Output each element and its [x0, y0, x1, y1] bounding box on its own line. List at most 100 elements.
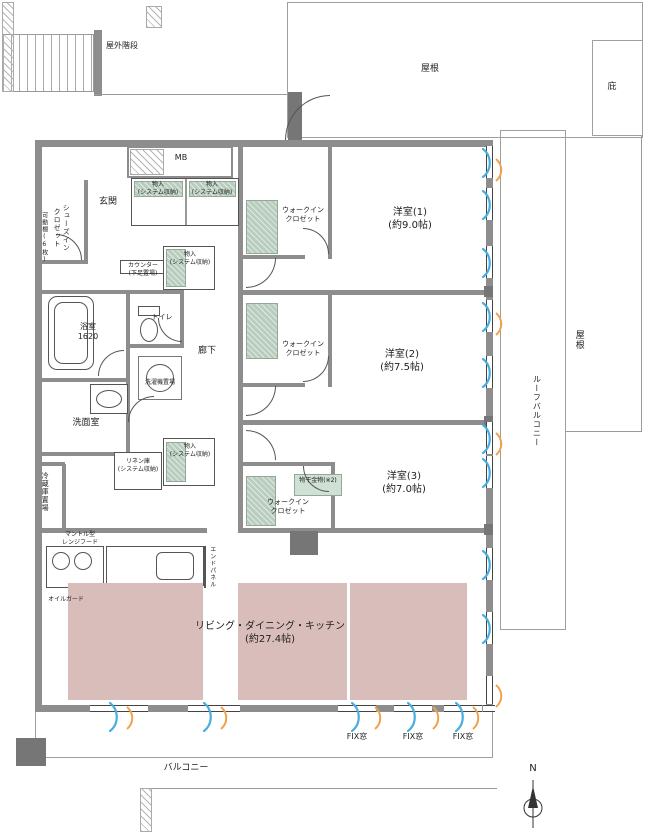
airflow-blue-icon	[202, 702, 212, 732]
label-balcony: バルコニー	[163, 763, 209, 773]
pipe-space-hatch	[130, 149, 164, 175]
label-fridge: 冷蔵庫置場	[41, 472, 50, 512]
door-arc	[303, 228, 329, 254]
label-movable-shelf: 可動棚(6枚)	[40, 212, 48, 264]
wall-segment	[328, 295, 332, 387]
wall-segment	[42, 452, 130, 456]
wall-segment	[35, 705, 493, 712]
airflow-blue-icon	[454, 702, 464, 732]
window	[486, 676, 493, 704]
column	[484, 416, 493, 427]
roof-edge-line	[566, 431, 642, 432]
wall-segment	[243, 528, 486, 533]
airflow-orange-icon	[432, 706, 440, 730]
wic-shelf	[246, 303, 278, 359]
storage-shelf	[166, 442, 186, 482]
airflow-blue-icon	[481, 614, 491, 644]
label-fix-window-1: FIX窓	[346, 732, 368, 741]
label-laundry-fitting: 物干金物(※2)	[299, 477, 337, 484]
duct-column	[290, 531, 318, 555]
door-arc	[246, 386, 276, 416]
sink-icon	[96, 390, 122, 408]
site-line	[140, 788, 497, 789]
washer-icon	[146, 364, 174, 392]
window	[483, 705, 495, 712]
airflow-blue-icon	[481, 190, 491, 220]
duct-hatch	[146, 6, 162, 28]
label-washroom: 洗面室	[72, 418, 100, 428]
wall-segment	[126, 290, 130, 382]
bathtub-inner	[54, 302, 88, 364]
label-fix-window-2: FIX窓	[402, 732, 424, 741]
storage-shelf	[189, 181, 236, 197]
column	[484, 524, 493, 535]
outdoor-stairs-treads	[2, 34, 94, 92]
label-storage-3: 物入 (システム収納)	[169, 251, 211, 266]
airflow-blue-icon	[350, 702, 360, 732]
door-arc	[128, 396, 154, 422]
wall-segment	[243, 383, 305, 387]
airflow-blue-icon	[481, 302, 491, 332]
label-roof-top: 屋根	[420, 64, 440, 74]
toilet-icon	[140, 318, 158, 342]
label-fix-window-3: FIX窓	[452, 732, 474, 741]
burner-icon	[74, 552, 92, 570]
wall-segment	[238, 147, 243, 533]
burner-icon	[52, 552, 70, 570]
wic-shelf	[246, 476, 276, 526]
airflow-orange-icon	[472, 706, 480, 730]
door-arc	[246, 258, 276, 288]
column	[484, 286, 493, 297]
label-outdoor-stairs: 屋外階段	[106, 41, 138, 50]
wall-segment	[331, 462, 335, 532]
door-arc	[98, 350, 124, 376]
label-wic-3: ウォークイン クロゼット	[267, 498, 309, 516]
washer-pan	[138, 356, 182, 400]
wall-segment	[62, 464, 66, 532]
wall-segment	[42, 290, 184, 294]
label-roof-balcony: ルーフバルコニー	[532, 375, 542, 447]
label-shoes-in-closet: シューズイン クロゼット	[53, 204, 71, 252]
compass-icon	[523, 780, 543, 828]
airflow-blue-icon	[481, 358, 491, 388]
airflow-orange-icon	[495, 684, 503, 708]
column	[16, 738, 46, 766]
balcony-outline	[35, 712, 493, 758]
stairs-hatch	[2, 2, 14, 92]
floor-accent	[238, 583, 347, 700]
roof-balcony-outline	[500, 130, 566, 630]
wall-segment	[35, 140, 493, 147]
label-bedroom-3: 洋室(3) (約7.0帖)	[382, 471, 426, 495]
kitchen-sink-icon	[156, 552, 194, 580]
label-eaves: 庇	[607, 82, 617, 92]
label-end-panel: エンドパネル	[208, 546, 216, 588]
label-counter: カウンター (下足置場)	[127, 262, 159, 277]
wall-segment	[180, 294, 184, 348]
airflow-blue-icon	[481, 550, 491, 580]
storage-shelf	[166, 249, 186, 287]
airflow-orange-icon	[495, 432, 503, 456]
label-mb: MB	[174, 153, 188, 162]
toilet-tank	[138, 306, 160, 316]
floor-accent	[350, 583, 467, 700]
corridor-line	[94, 94, 290, 95]
wall-segment	[42, 260, 88, 264]
wall-segment	[84, 180, 88, 264]
wall-segment	[243, 420, 486, 425]
wall-segment	[243, 255, 305, 259]
site-hatch	[140, 788, 152, 832]
label-storage-2: 物入 (システム収納)	[191, 181, 233, 196]
shoe-counter	[120, 260, 164, 274]
airflow-orange-icon	[126, 706, 134, 730]
window	[188, 705, 240, 712]
wall-segment	[328, 147, 332, 259]
airflow-blue-icon	[481, 148, 491, 178]
label-north: N	[529, 763, 537, 774]
label-range-hood: マントル型 レンジフード	[61, 531, 99, 546]
label-ldk: リビング・ダイニング・キッチン (約27.4帖)	[195, 621, 345, 645]
airflow-orange-icon	[495, 158, 503, 182]
airflow-blue-icon	[481, 248, 491, 278]
label-linen: リネン庫 (システム収納)	[117, 458, 159, 473]
label-storage-1: 物入 (システム収納)	[137, 181, 179, 196]
